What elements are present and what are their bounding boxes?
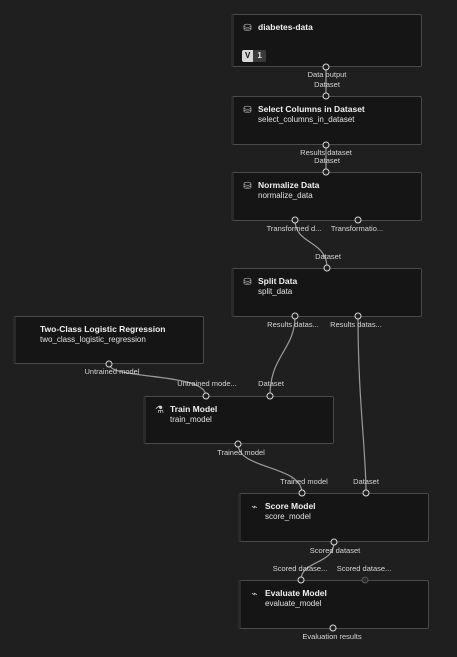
node-title: Split Data [258,276,298,286]
port-label: Trained model [280,477,328,486]
node-subtitle: select_columns_in_dataset [258,115,355,124]
version-prefix: V [242,50,254,62]
node-subtitle: two_class_logistic_regression [40,335,146,344]
port-label: Dataset [258,379,284,388]
edge-logistic-to-train [108,363,207,397]
port-label: Trained model [217,448,265,457]
node-title: Train Model [170,404,218,414]
chart-icon: ⌁ [251,589,258,600]
node-evaluate-model[interactable]: ⌁ Evaluate Model evaluate_model [238,580,429,629]
port-split-input[interactable] [323,264,331,272]
node-logistic-regression[interactable]: Two-Class Logistic Regression two_class_… [13,316,204,364]
port-normalize-output-2[interactable] [354,216,362,224]
port-evaluate-input-2[interactable] [361,576,369,584]
node-title: diabetes-data [258,22,313,32]
port-label: Scored dataset [309,546,361,555]
node-title: Score Model [265,501,316,511]
edge-train-to-score [237,443,303,494]
node-title: Normalize Data [258,180,320,190]
port-diabetes-output[interactable] [322,63,330,71]
port-evaluate-output[interactable] [329,624,337,632]
node-title: Evaluate Model [265,588,327,598]
port-normalize-output-1[interactable] [291,216,299,224]
port-train-input-2[interactable] [266,392,274,400]
node-title: Two-Class Logistic Regression [40,324,166,334]
node-select-columns[interactable]: ⛁ Select Columns in Dataset select_colum… [231,96,422,145]
node-title: Select Columns in Dataset [258,104,365,114]
port-label: Data output [307,70,347,79]
port-label: Results datas... [267,320,319,329]
port-label: Results datas... [330,320,382,329]
port-select-input[interactable] [322,92,330,100]
module-icon: ⛁ [243,277,252,288]
version-badge: V 1 [242,50,266,62]
node-subtitle: split_data [258,287,293,296]
port-label: Scored datase... [336,564,392,573]
chart-icon: ⌁ [251,502,258,513]
version-number: 1 [253,50,266,62]
port-label: Dataset [353,477,379,486]
port-select-output[interactable] [322,141,330,149]
edge-split-to-score [357,315,367,494]
module-icon: ⛁ [243,181,252,192]
port-label: Transformatio... [330,224,384,233]
port-normalize-input[interactable] [322,168,330,176]
port-logistic-output[interactable] [105,360,113,368]
dataset-icon: ⛁ [243,23,252,34]
port-split-output-2[interactable] [354,312,362,320]
node-normalize-data[interactable]: ⛁ Normalize Data normalize_data [231,172,422,221]
port-label: Scored datase... [272,564,328,573]
node-subtitle: normalize_data [258,191,313,200]
edge-split-to-train [269,315,296,397]
node-subtitle: evaluate_model [265,599,322,608]
port-train-output[interactable] [234,440,242,448]
port-score-output[interactable] [330,538,338,546]
edge-normalize-to-split [294,219,328,269]
port-label: Untrained mode... [177,379,237,388]
port-evaluate-input-1[interactable] [297,576,305,584]
port-label: Results dataset [300,148,352,157]
node-train-model[interactable]: ⚗ Train Model train_model [143,396,334,444]
port-label: Transformed d... [266,224,322,233]
port-label: Dataset [314,80,340,89]
port-label: Dataset [315,252,341,261]
port-label: Dataset [314,156,340,165]
edge-score-to-evaluate [300,541,335,581]
node-subtitle: train_model [170,415,212,424]
port-train-input-1[interactable] [202,392,210,400]
port-score-input-1[interactable] [298,489,306,497]
node-diabetes-data[interactable]: ⛁ diabetes-data V 1 [231,14,422,67]
module-icon: ⛁ [243,105,252,116]
port-score-input-2[interactable] [362,489,370,497]
node-score-model[interactable]: ⌁ Score Model score_model [238,493,429,542]
node-split-data[interactable]: ⛁ Split Data split_data [231,268,422,317]
train-icon: ⚗ [155,405,164,416]
port-split-output-1[interactable] [291,312,299,320]
port-label: Untrained model [84,367,140,376]
port-label: Evaluation results [302,632,362,641]
node-subtitle: score_model [265,512,311,521]
